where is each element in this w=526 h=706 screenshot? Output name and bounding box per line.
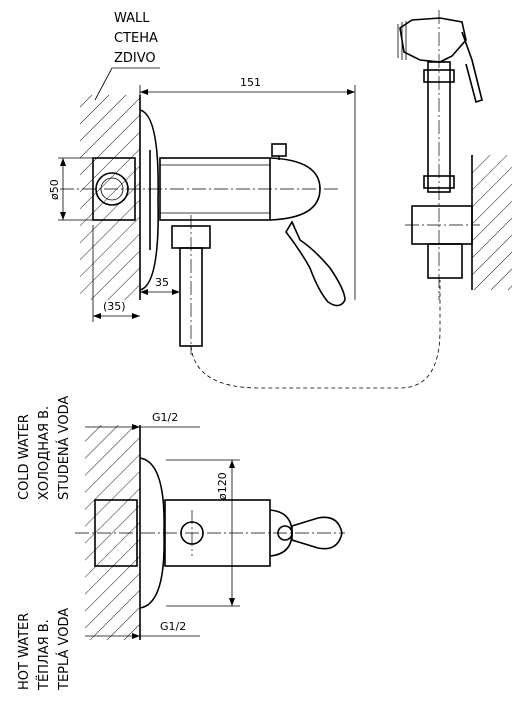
wall-hatch-top	[80, 95, 140, 300]
hose-path	[190, 280, 441, 389]
dim-thread-bottom: G1/2	[160, 620, 186, 633]
dim-thread-top: G1/2	[152, 411, 178, 424]
hot-label-ru: ТЁПЛАЯ В.	[36, 619, 52, 691]
hand-shower	[397, 10, 512, 300]
dim-depth: (35)	[103, 300, 126, 313]
cold-label-en: COLD WATER	[17, 414, 32, 500]
cold-label-ru: ХОЛОДНАЯ В.	[37, 406, 52, 500]
wall-hatch-right	[472, 155, 512, 290]
cold-label-cz: STUDENÁ VODA	[56, 396, 72, 500]
dim-length: 151	[240, 76, 261, 89]
wall-hatch-bottom	[85, 425, 140, 640]
dim-diameter-rosette: ø120	[216, 472, 229, 500]
wall-label-cz: ZDIVO	[114, 51, 156, 66]
wall-label-ru: СТЕНА	[114, 31, 158, 46]
dim-offset: 35	[155, 276, 169, 289]
side-view: WALL СТЕНА ZDIVO 151	[48, 11, 441, 389]
wall-label-en: WALL	[114, 11, 150, 26]
top-view: G1/2 G1/2 ø120 COLD WATER ХОЛОДНАЯ В. ST…	[17, 396, 345, 691]
lever-handle	[285, 220, 346, 307]
hot-label-cz: TEPLÁ VODA	[56, 608, 72, 691]
lever-top	[291, 516, 343, 550]
rosette-side	[139, 109, 159, 291]
dim-diameter-body: ø50	[48, 179, 61, 200]
shower-head	[399, 17, 467, 63]
hot-label-en: HOT WATER	[17, 613, 32, 690]
shower-trigger	[461, 31, 483, 104]
